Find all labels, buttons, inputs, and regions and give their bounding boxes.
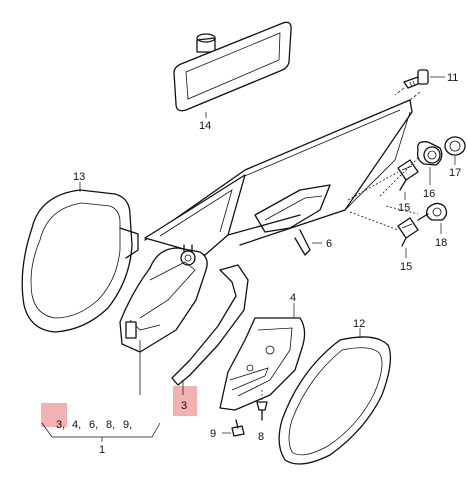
callout-9: 9 — [210, 428, 216, 440]
highlight-part-3-label — [173, 386, 197, 416]
clip-15-upper[interactable] — [397, 159, 419, 191]
screw-11[interactable] — [403, 69, 429, 89]
callout-9-group: 9, — [123, 419, 132, 431]
callout-3-group: 3, — [56, 419, 65, 431]
callout-11: 11 — [447, 72, 458, 84]
mirror-base-triangle[interactable] — [144, 174, 301, 256]
callout-3: 3 — [181, 400, 187, 412]
trim-strip-3[interactable] — [171, 264, 249, 386]
callout-16: 16 — [423, 188, 435, 200]
screw-8[interactable] — [256, 401, 268, 421]
callout-15-upper: 15 — [398, 202, 410, 214]
screw-9[interactable] — [231, 419, 245, 437]
callout-12: 12 — [353, 318, 365, 330]
callout-18: 18 — [435, 237, 447, 249]
callout-15-lower: 15 — [400, 261, 412, 273]
dash-to-16 — [379, 157, 419, 197]
mirror-housing-13[interactable] — [21, 189, 139, 333]
cap-17[interactable] — [444, 136, 466, 156]
callout-1: 1 — [99, 444, 105, 456]
dash-to-15b — [349, 211, 399, 231]
callout-8: 8 — [258, 431, 264, 443]
rear-view-mirror[interactable] — [173, 21, 292, 112]
mirror-bracket-1[interactable] — [119, 244, 208, 395]
callout-4: 4 — [290, 292, 296, 304]
callout-14: 14 — [199, 120, 211, 132]
leader-11-dash — [394, 87, 405, 96]
sensor-16[interactable] — [416, 141, 443, 166]
highlight-part-3-group — [41, 403, 67, 427]
sensor-18[interactable] — [417, 202, 448, 221]
window-trim-6[interactable] — [254, 184, 331, 256]
callout-6-group: 6, — [89, 419, 98, 431]
callout-6: 6 — [326, 238, 332, 250]
callout-17: 17 — [449, 167, 461, 179]
clip-15-lower[interactable] — [397, 217, 419, 247]
callout-4-group: 4, — [72, 419, 81, 431]
dash-to-18 — [385, 205, 419, 215]
dash-to-15a — [347, 171, 399, 201]
callout-13: 13 — [73, 171, 85, 183]
mirror-glass-12[interactable] — [278, 336, 392, 465]
callout-8-group: 8, — [106, 419, 115, 431]
lower-cover-4[interactable] — [219, 317, 306, 411]
